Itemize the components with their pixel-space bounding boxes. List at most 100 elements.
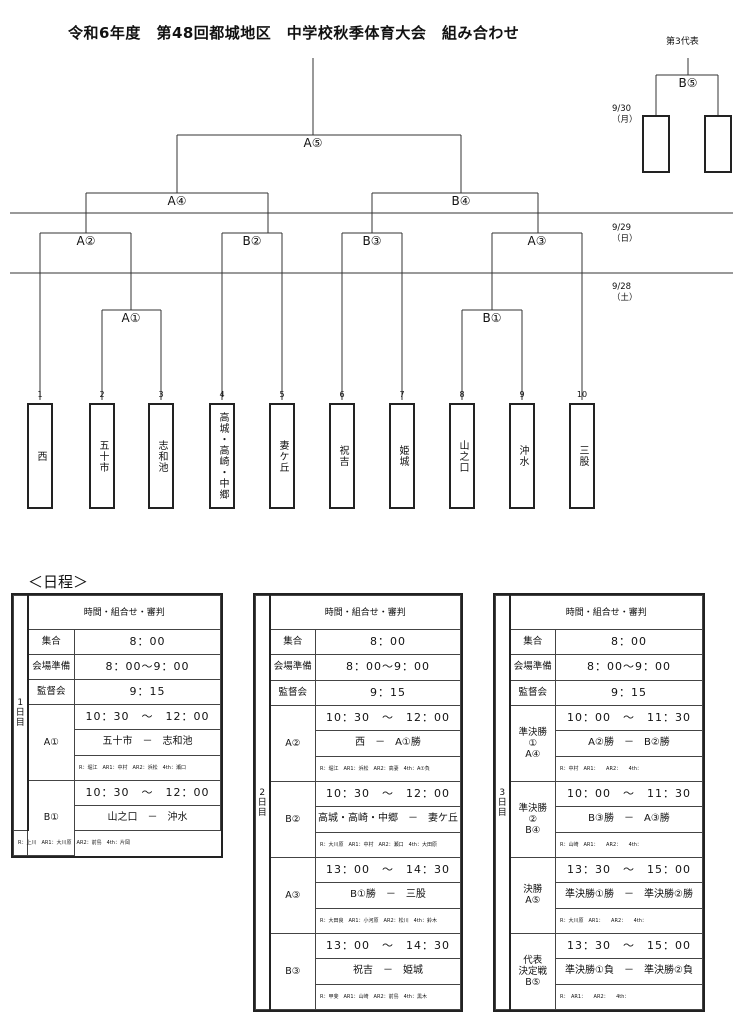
match-pairing: 山之口 － 沖水 bbox=[74, 804, 221, 831]
match-referees: R：大田良 AR1：小河原 AR2：松川 4th：鈴木 bbox=[315, 907, 461, 934]
team-box: 志和池 bbox=[148, 403, 174, 509]
team-number: 2 bbox=[99, 390, 105, 399]
match-referees: R：大川原 AR1： AR2： 4th： bbox=[555, 907, 703, 934]
team-number: 3 bbox=[158, 390, 164, 399]
match-label: 準決勝 ① A④ bbox=[509, 704, 556, 782]
bracket-label-a3: A③ bbox=[526, 234, 548, 248]
row-label: 監督会 bbox=[27, 679, 75, 706]
team-name: 姫城 bbox=[397, 445, 408, 467]
team-name: 妻ケ丘 bbox=[277, 439, 288, 473]
team-number: 6 bbox=[339, 390, 345, 399]
team-box: 山之口 bbox=[449, 403, 475, 509]
team-name: 五十市 bbox=[97, 439, 108, 473]
row-value: 8：00〜9：00 bbox=[315, 654, 461, 681]
row-label: 会場準備 bbox=[509, 654, 556, 681]
team-number: 5 bbox=[279, 390, 285, 399]
schedule-title: ＜日程＞ bbox=[28, 573, 89, 591]
team-name: 沖水 bbox=[517, 445, 528, 467]
match-time: 10：00 〜 11：30 bbox=[555, 780, 703, 808]
match-time: 13：30 〜 15：00 bbox=[555, 932, 703, 960]
team-number: 9 bbox=[519, 390, 525, 399]
match-referees: R：堀江 AR1：中村 AR2：浜松 4th：瀬口 bbox=[74, 754, 221, 781]
match-referees: R：山崎 AR1： AR2： 4th： bbox=[555, 831, 703, 858]
team-box: 姫城 bbox=[389, 403, 415, 509]
match-referees: R：堀江 AR1：浜松 AR2：高妻 4th：A①負 bbox=[315, 755, 461, 782]
row-label: 集合 bbox=[269, 628, 316, 656]
match-referees: R：上川 AR1：大川原 AR2：前島 4th：片岡 bbox=[13, 829, 130, 857]
page-title: 令和6年度 第48回都城地区 中学校秋季体育大会 組み合わせ bbox=[68, 24, 520, 42]
row-label: 集合 bbox=[27, 628, 75, 656]
team-box: 五十市 bbox=[89, 403, 115, 509]
team-box: 祝吉 bbox=[329, 403, 355, 509]
bracket-label-a4: A④ bbox=[166, 194, 188, 208]
match-pairing: B①勝 － 三股 bbox=[315, 882, 461, 909]
match-pairing: 西 － A①勝 bbox=[315, 730, 461, 757]
row-label: 集合 bbox=[509, 628, 556, 656]
match-time: 10：00 〜 11：30 bbox=[555, 704, 703, 732]
match-pairing: B③勝 － A③勝 bbox=[555, 806, 703, 833]
row-value: 9：15 bbox=[74, 679, 221, 706]
match-pairing: 祝吉 － 姫城 bbox=[315, 958, 461, 985]
representative-label: 第3代表 bbox=[666, 37, 699, 47]
match-time: 13：00 〜 14：30 bbox=[315, 856, 461, 884]
bracket-label-b5: B⑤ bbox=[677, 76, 699, 90]
date-label-day1: 9/28 （土） bbox=[612, 282, 638, 303]
match-label: 代表 決定戦 B⑤ bbox=[509, 932, 556, 1011]
bracket-lines bbox=[10, 58, 733, 400]
row-value: 8：00 bbox=[555, 628, 703, 656]
row-value: 8：00〜9：00 bbox=[555, 654, 703, 681]
row-label: 会場準備 bbox=[27, 654, 75, 681]
match-label: B② bbox=[269, 780, 316, 858]
team-name: 祝吉 bbox=[337, 445, 348, 467]
bracket-label-a2: A② bbox=[75, 234, 97, 248]
day-label: 2 日 目 bbox=[255, 595, 271, 1010]
match-referees: R：中村 AR1： AR2： 4th： bbox=[555, 755, 703, 782]
team-box: 西 bbox=[27, 403, 53, 509]
match-pairing: 準決勝①勝 － 準決勝②勝 bbox=[555, 882, 703, 909]
bracket-label-b2: B② bbox=[241, 234, 263, 248]
match-referees: R：大川原 AR1：中村 AR2：瀬口 4th：大田原 bbox=[315, 831, 461, 858]
team-box: 三股 bbox=[569, 403, 595, 509]
match-label: A③ bbox=[269, 856, 316, 934]
representative-slot-right bbox=[704, 115, 732, 173]
match-referees: R： AR1： AR2： 4th： bbox=[555, 983, 703, 1011]
date-label-day2: 9/29 （日） bbox=[612, 223, 638, 244]
schedule-header: 時間・組合せ・審判 bbox=[509, 595, 703, 630]
match-label: A② bbox=[269, 704, 316, 782]
row-value: 8：00〜9：00 bbox=[74, 654, 221, 681]
row-value: 9：15 bbox=[555, 679, 703, 706]
team-number: 1 bbox=[37, 390, 43, 399]
match-label: B① bbox=[27, 779, 75, 857]
match-pairing: A②勝 － B②勝 bbox=[555, 730, 703, 757]
team-number: 10 bbox=[576, 390, 588, 399]
representative-slot-left bbox=[642, 115, 670, 173]
team-box: 沖水 bbox=[509, 403, 535, 509]
row-value: 9：15 bbox=[315, 679, 461, 706]
day-label: 1 日 目 bbox=[13, 595, 29, 831]
team-name: 山之口 bbox=[457, 439, 468, 473]
match-time: 10：30 〜 12：00 bbox=[74, 704, 221, 731]
bracket-label-b1: B① bbox=[481, 311, 503, 325]
row-label: 監督会 bbox=[509, 679, 556, 706]
bracket-label-a1: A① bbox=[120, 311, 142, 325]
team-number: 4 bbox=[219, 390, 225, 399]
match-label: 準決勝 ② B④ bbox=[509, 780, 556, 858]
team-box: 高城・高崎・中郷 bbox=[209, 403, 235, 509]
team-name: 三股 bbox=[577, 445, 588, 467]
match-time: 10：30 〜 12：00 bbox=[315, 704, 461, 732]
match-time: 10：30 〜 12：00 bbox=[74, 779, 221, 806]
team-name: 高城・高崎・中郷 bbox=[217, 412, 228, 500]
team-name: 志和池 bbox=[156, 439, 167, 473]
match-label: 決勝 A⑤ bbox=[509, 856, 556, 934]
schedule-header: 時間・組合せ・審判 bbox=[269, 595, 461, 630]
date-label-day3: 9/30 （月） bbox=[612, 104, 638, 125]
match-pairing: 準決勝①負 － 準決勝②負 bbox=[555, 958, 703, 985]
match-time: 13：30 〜 15：00 bbox=[555, 856, 703, 884]
team-name: 西 bbox=[35, 450, 46, 462]
team-number: 7 bbox=[399, 390, 405, 399]
schedule-header: 時間・組合せ・審判 bbox=[27, 595, 221, 630]
match-referees: R：甲斐 AR1：山崎 AR2：前島 4th：黒木 bbox=[315, 983, 461, 1011]
bracket-label-a5: A⑤ bbox=[302, 136, 324, 150]
